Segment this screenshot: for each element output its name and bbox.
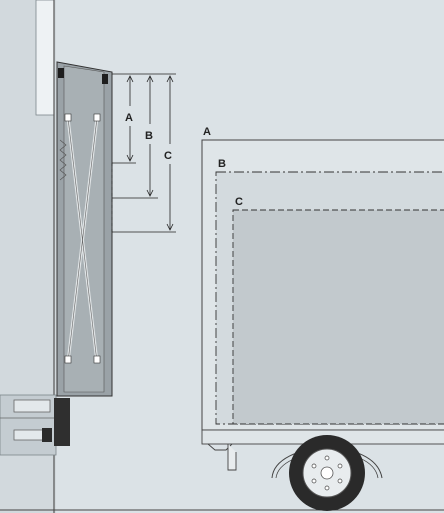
dock-bumper bbox=[54, 398, 70, 446]
dimension-a-label: A bbox=[125, 112, 133, 124]
dimension-c-label: C bbox=[164, 150, 172, 162]
truck bbox=[201, 139, 444, 511]
truck-dimension-b-label: B bbox=[218, 158, 226, 170]
dimension-b-label: B bbox=[145, 130, 153, 142]
truck-dimension-c-label: C bbox=[235, 196, 243, 208]
building-wall bbox=[0, 0, 57, 513]
truck-dimension-a-label: A bbox=[203, 126, 211, 138]
dimension-lines bbox=[111, 73, 176, 233]
dock-shelter bbox=[56, 61, 113, 397]
